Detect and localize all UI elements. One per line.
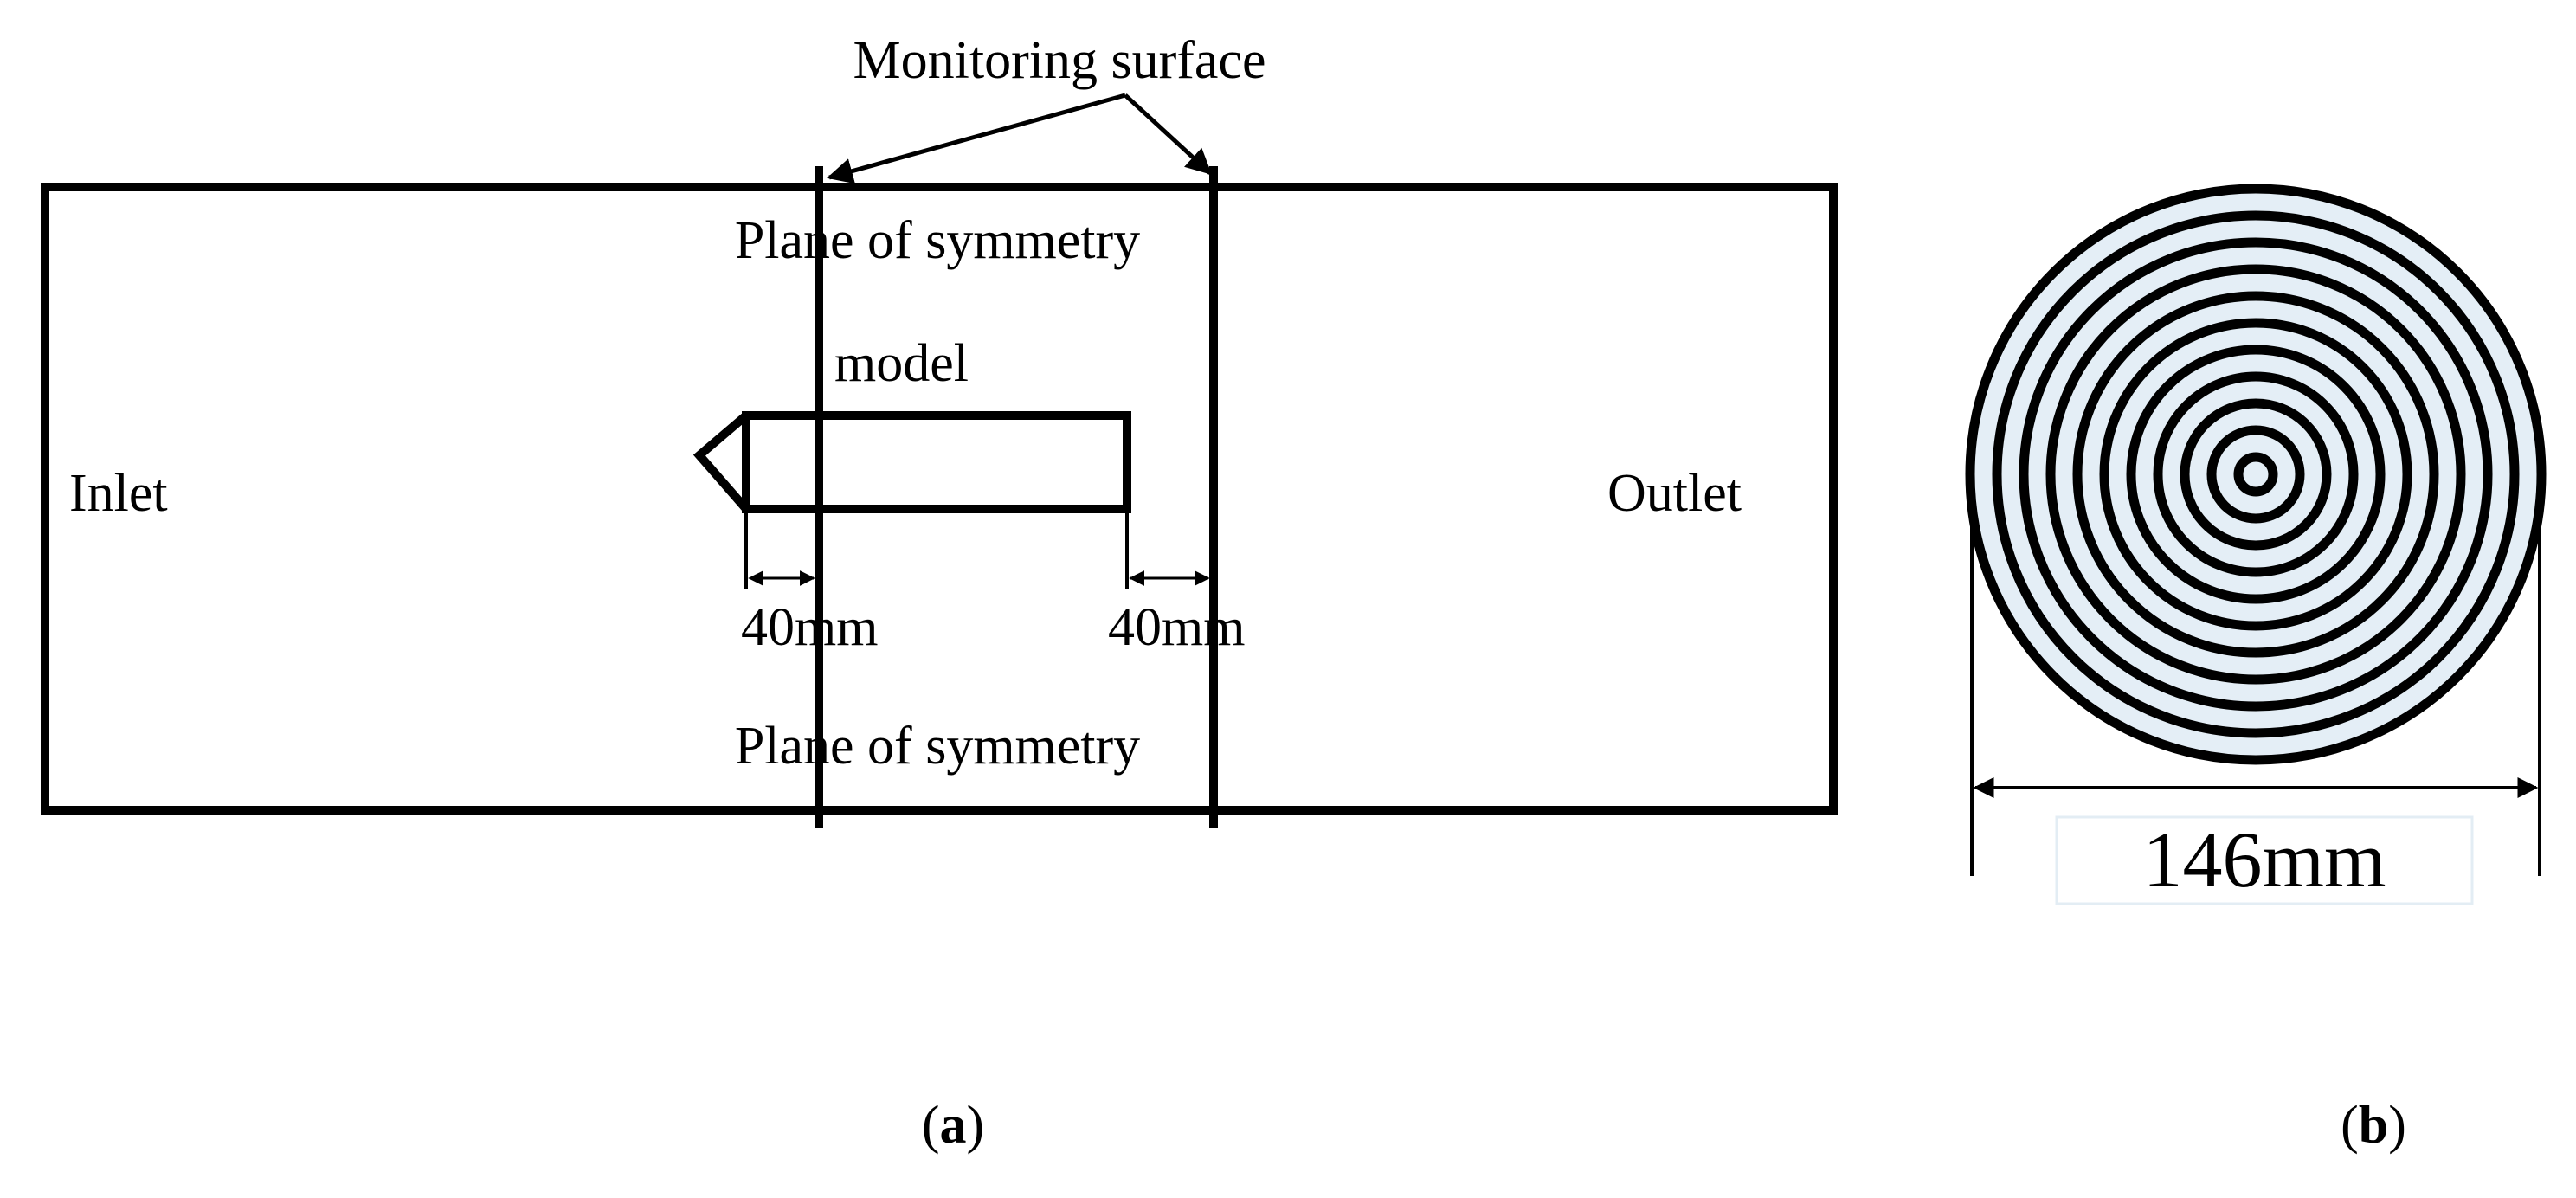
ring [2019, 237, 2493, 712]
monitoring-leader-front [827, 93, 1126, 184]
dimension-front-label: 40mm [741, 598, 878, 657]
diameter-label: 146mm [2142, 815, 2386, 904]
ring [2206, 425, 2305, 524]
model-shape [692, 411, 1131, 513]
monitoring-surface-label: Monitoring surface [853, 31, 1266, 90]
monitoring-leader-rear [1124, 93, 1213, 176]
symmetry-top-label: Plane of symmetry [735, 211, 1140, 270]
diameter-label-box [2055, 815, 2474, 905]
diameter-dimension [1970, 485, 2541, 876]
panel-a: Monitoring surface Plane of symmetry Pla… [41, 31, 1838, 1155]
dimension-front [744, 509, 815, 589]
computational-domain [41, 183, 1838, 815]
dimension-rear [1125, 509, 1210, 589]
ring [2233, 452, 2278, 497]
panel-b: 146mm (b) [1965, 184, 2547, 1155]
ring [2099, 318, 2412, 631]
ring [2072, 291, 2439, 658]
dimension-rear-label: 40mm [1108, 598, 1245, 657]
concentric-rings [1965, 184, 2547, 765]
model-label: model [834, 334, 969, 393]
ring [2126, 345, 2386, 604]
panel-a-caption: (a) [922, 1096, 984, 1155]
panel-b-caption: (b) [2341, 1096, 2406, 1155]
ring [2180, 398, 2332, 551]
outlet-label: Outlet [1607, 464, 1742, 523]
ring [1992, 210, 2520, 738]
inlet-label: Inlet [69, 464, 168, 523]
symmetry-bottom-label: Plane of symmetry [735, 717, 1140, 776]
ring [2153, 371, 2359, 577]
ring [2045, 264, 2466, 685]
ring [1965, 184, 2547, 765]
